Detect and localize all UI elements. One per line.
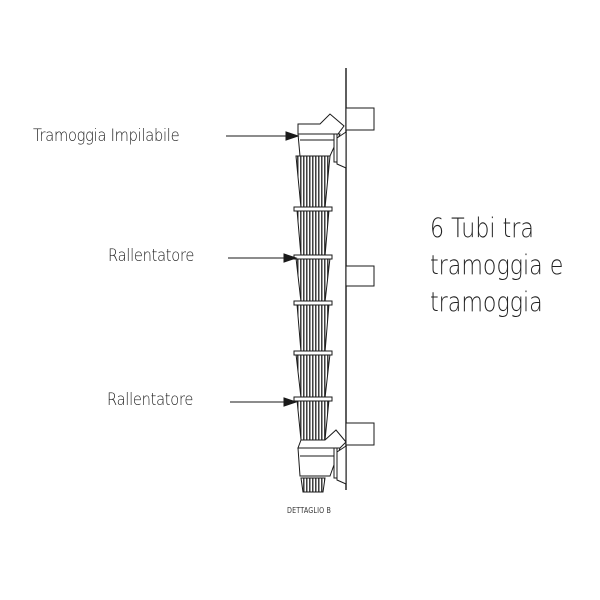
slower-label-top: Rallentatore (108, 246, 195, 266)
note-line-1: 6 Tubi tra (430, 213, 534, 244)
leader-lines (226, 131, 300, 407)
lower-hopper (297, 429, 347, 485)
slower-rings (293, 206, 333, 402)
note-line-2: tramoggia e (430, 250, 564, 281)
slower-label-bottom: Rallentatore (107, 390, 194, 410)
wall-brackets (345, 107, 375, 446)
hopper-label: Tramoggia Impilabile (33, 126, 180, 146)
tube-count-note: 6 Tubi tra tramoggia e tramoggia (430, 210, 563, 321)
upper-hopper (297, 113, 347, 169)
note-line-3: tramoggia (430, 287, 543, 318)
detail-caption: DETTAGLIO B (287, 506, 332, 515)
